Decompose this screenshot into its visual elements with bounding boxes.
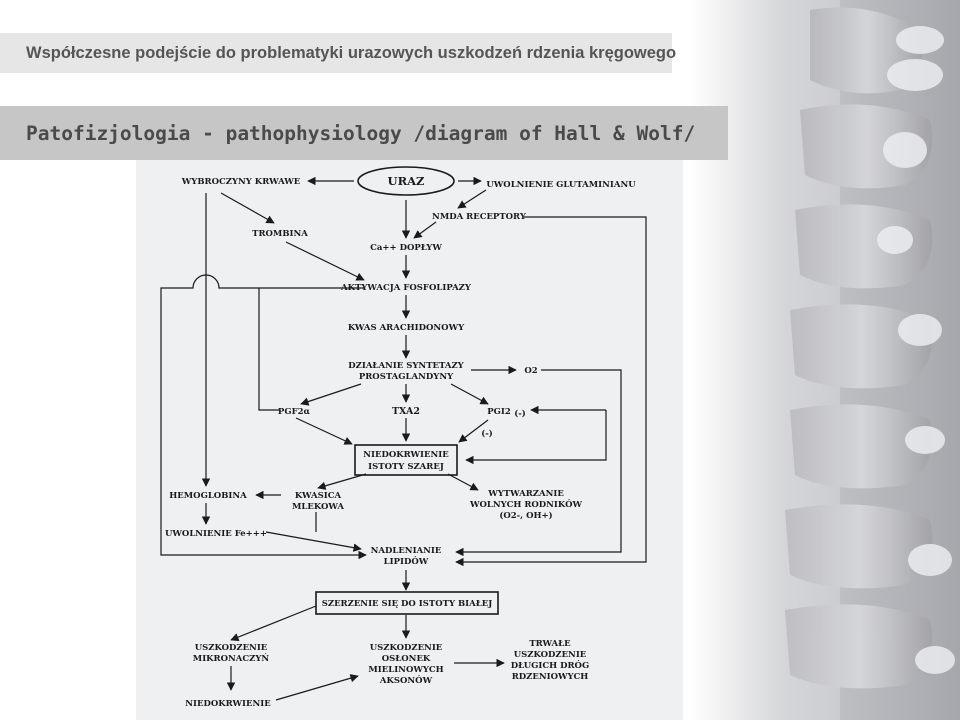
node-uszkodzenie-oslonek-line4: AKSONÓW [379, 674, 433, 686]
node-dzialanie-line2: PROSTAGLANDYNY [359, 372, 454, 382]
box-niedokrwienie-szarej [354, 444, 458, 476]
node-uwolnienie-glutaminianu: UWOLNIENIE GLUTAMINIANU [486, 180, 636, 190]
header-title: Współczesne podejście do problematyki ur… [26, 43, 677, 62]
node-o2: O2 [524, 366, 537, 376]
pathophysiology-diagram: URAZ WYBROCZYNY KRWAWE UWOLNIENIE GLUTAM… [136, 160, 683, 720]
node-wytwarzanie-line3: (O2-, OH+) [499, 510, 552, 521]
node-nadlenianie-line1: NADLENIANIE [371, 546, 442, 556]
node-kwasica-line1: KWASICA [295, 491, 342, 501]
diagram-canvas: URAZ WYBROCZYNY KRWAWE UWOLNIENIE GLUTAM… [160, 166, 647, 709]
node-aktywacja-fosfolipazy: AKTYWACJA FOSFOLIPAZY [340, 283, 472, 293]
node-wytwarzanie-line2: WOLNYCH RODNIKÓW [469, 498, 583, 510]
node-pgf2a: PGF2α [278, 407, 311, 417]
label-inhibit-1: (-) [514, 408, 526, 419]
node-uwolnienie-fe: UWOLNIENIE Fe+++ [165, 529, 267, 539]
node-nmda: NMDA RECEPTORY [432, 212, 527, 222]
node-uszkodzenie-mikro-line1: USZKODZENIE [195, 643, 268, 653]
header-bar: Współczesne podejście do problematyki ur… [0, 33, 676, 73]
slide-subtitle: Patofizjologia - pathophysiology /diagra… [26, 121, 696, 145]
node-kwas-arachidonowy: KWAS ARACHIDONOWY [348, 323, 465, 333]
node-kwasica-line2: MLEKOWA [292, 502, 344, 512]
node-trombina: TROMBINA [252, 229, 308, 239]
node-uszkodzenie-oslonek-line2: OSŁONEK [382, 654, 431, 664]
node-hemoglobina: HEMOGLOBINA [169, 491, 247, 501]
node-trwale-line1: TRWAŁE [529, 639, 571, 649]
node-szerzenie: SZERZENIE SIĘ DO ISTOTY BIAŁEJ [322, 599, 493, 609]
node-uraz: URAZ [388, 174, 425, 188]
subtitle-bar: Patofizjologia - pathophysiology /diagra… [0, 106, 728, 160]
diagram-connectors [160, 176, 647, 701]
node-pgi2: PGI2 [487, 407, 511, 417]
label-inhibit-2: (-) [481, 428, 493, 439]
node-uszkodzenie-oslonek-line1: USZKODZENIE [370, 643, 443, 653]
node-dzialanie-line1: DZIAŁANIE SYNTETAZY [348, 361, 464, 371]
node-uszkodzenie-oslonek-line3: MIELINOWYCH [368, 665, 443, 675]
uraz-ellipse [357, 166, 455, 196]
spine-xray-background [690, 0, 960, 720]
node-nadlenianie-line2: LIPIDÓW [384, 555, 429, 567]
node-wytwarzanie-line1: WYTWARZANIE [487, 489, 564, 499]
node-niedokrwienie-line1: NIEDOKRWIENIE [363, 450, 449, 460]
node-niedokrwienie-line2: ISTOTY SZAREJ [368, 462, 444, 472]
node-uszkodzenie-mikro-line2: MIKRONACZYŃ [193, 652, 270, 664]
node-trwale-line4: RDZENIOWYCH [512, 672, 589, 682]
node-niedokrwienie-final: NIEDOKRWIENIE [185, 699, 271, 709]
node-ca-doplyw: Ca++ DOPŁYW [370, 243, 442, 253]
node-wybroczyny: WYBROCZYNY KRWAWE [181, 177, 301, 187]
node-txa2: TXA2 [392, 406, 420, 417]
box-szerzenie [315, 591, 499, 615]
node-trwale-line3: DŁUGICH DRÓG [511, 659, 589, 671]
node-trwale-line2: USZKODZENIE [514, 650, 587, 660]
